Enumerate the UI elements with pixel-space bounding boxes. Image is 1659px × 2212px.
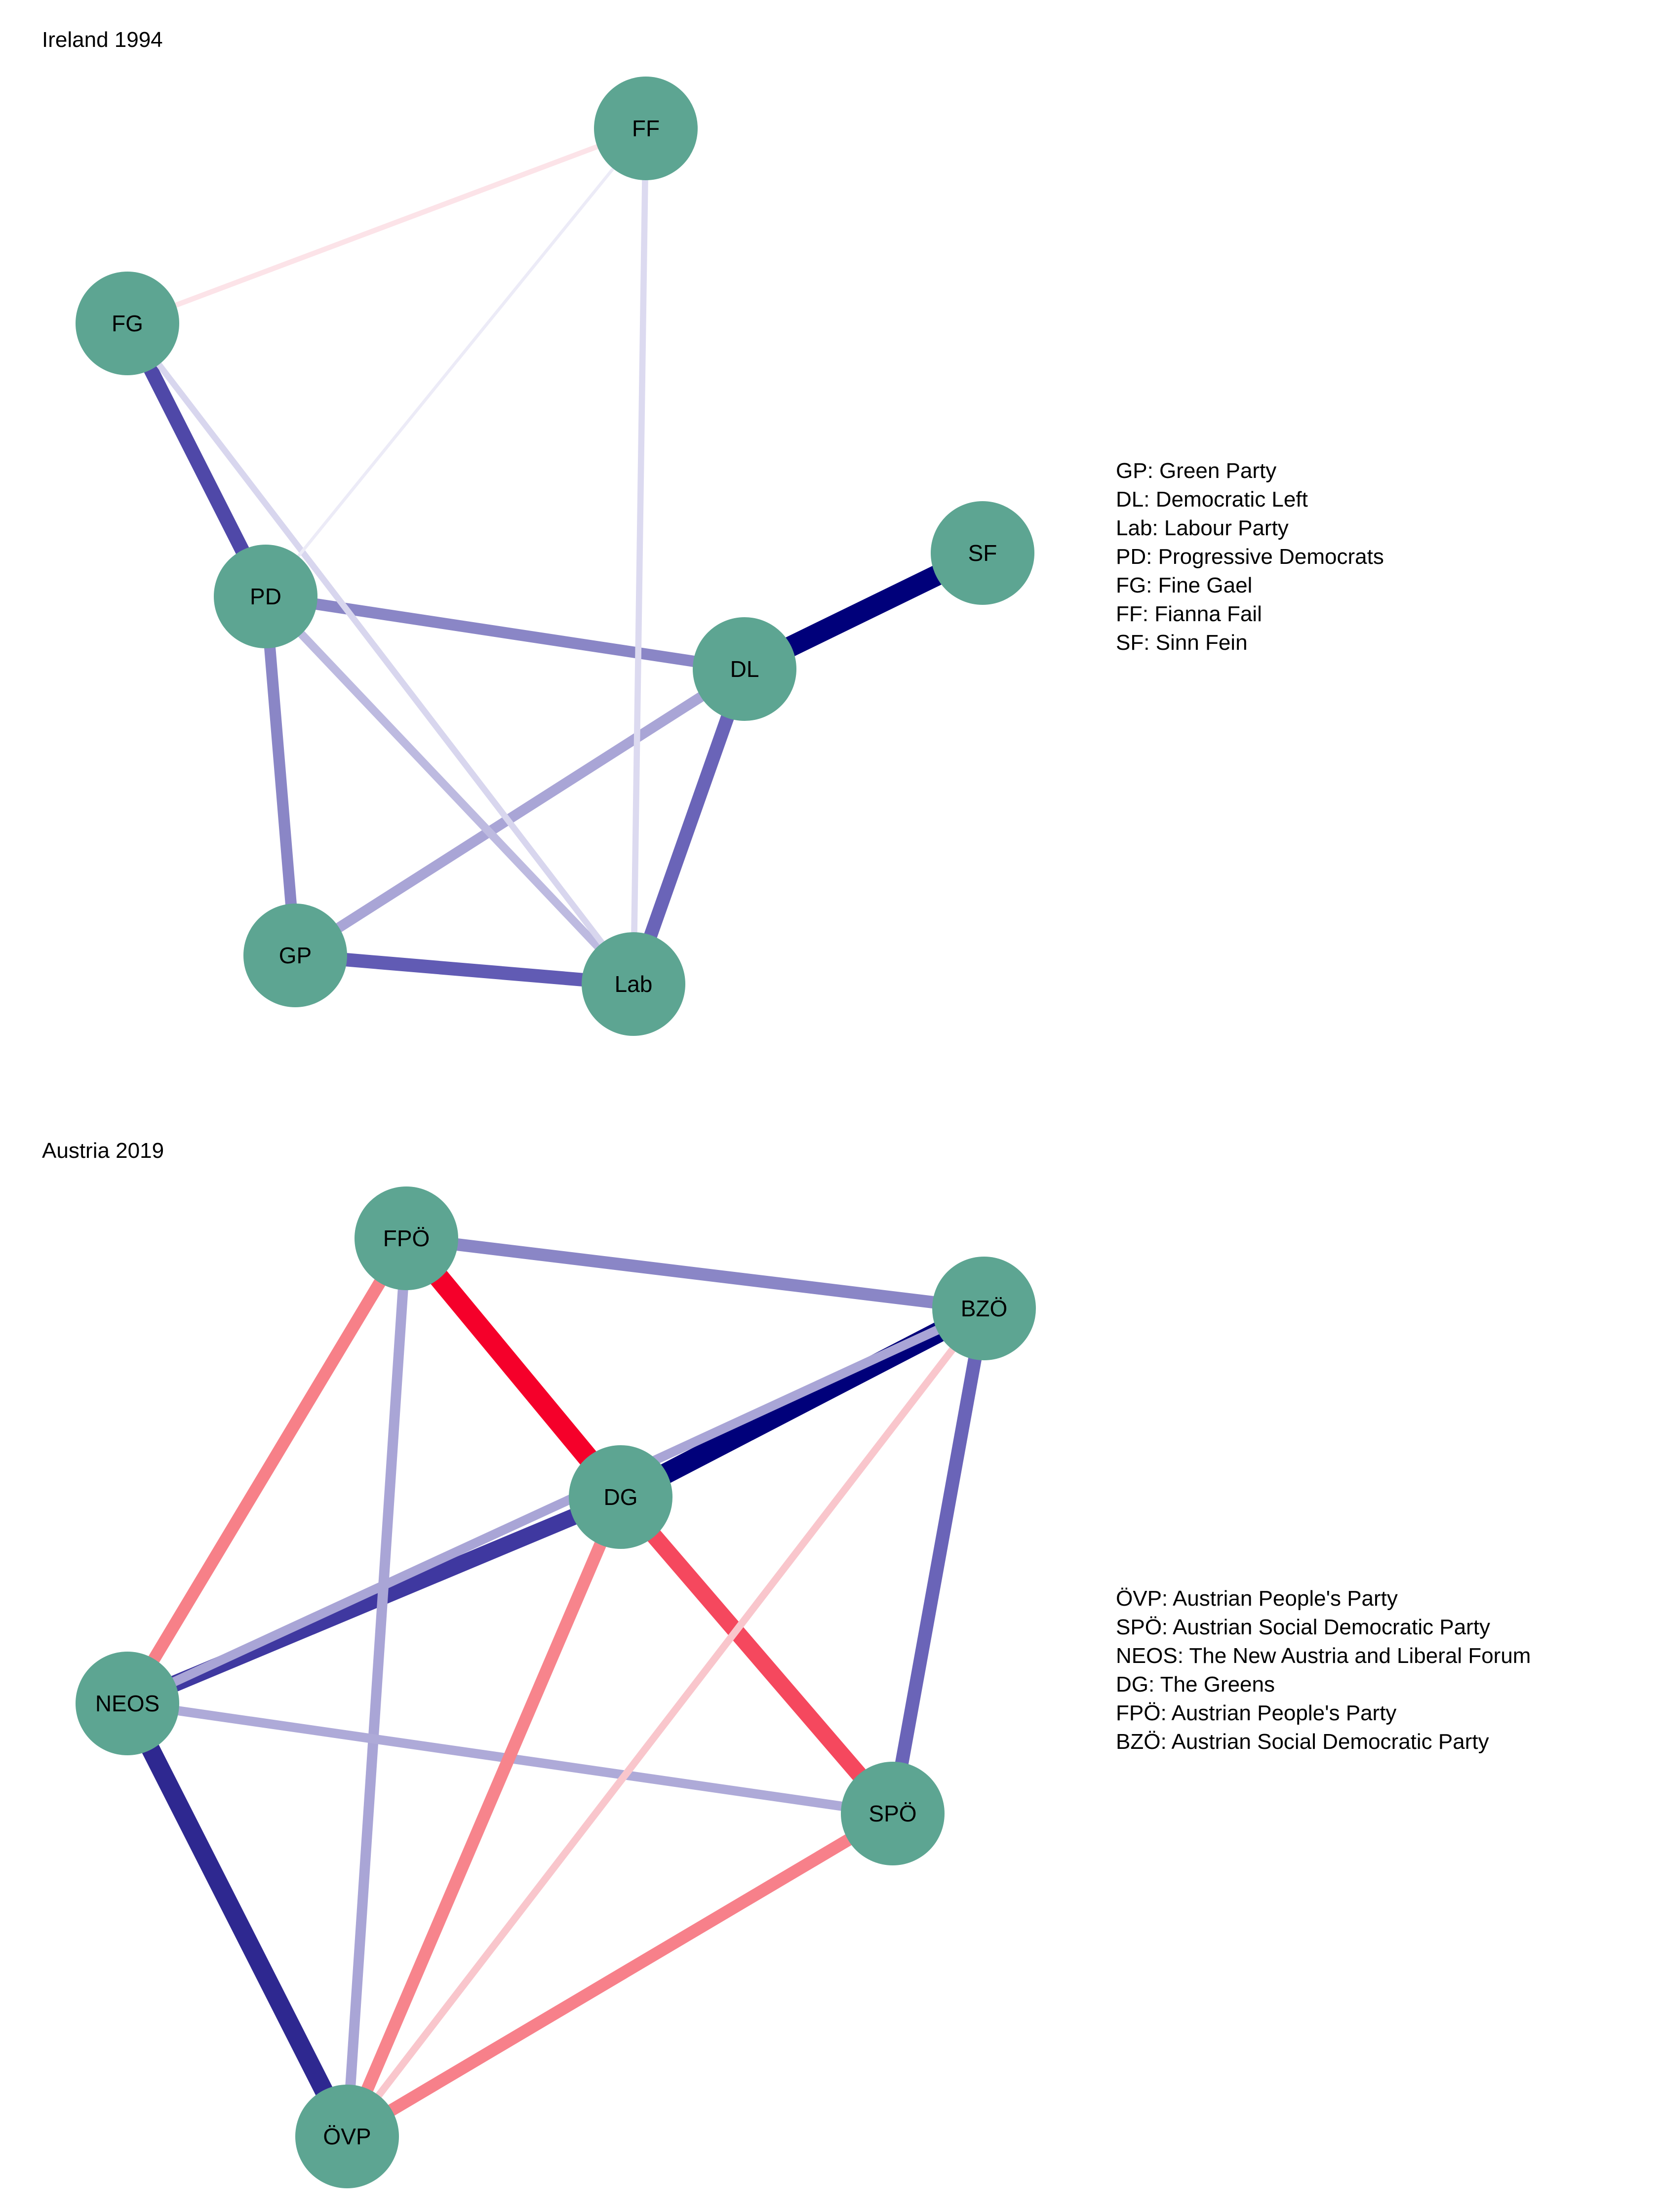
node-gp: GP [243, 904, 347, 1007]
node-label: NEOS [95, 1691, 159, 1716]
edge-gp-lab [294, 948, 634, 991]
node-fpo: FPÖ [355, 1186, 458, 1290]
node-label: SPÖ [869, 1801, 916, 1826]
legend: GP: Green Party DL: Democratic Left Lab:… [1116, 459, 1384, 655]
node-circle [931, 501, 1034, 605]
edge-dl-lab [627, 667, 751, 987]
node-circle [355, 1186, 458, 1290]
node-circle [76, 1652, 179, 1755]
node-circle [932, 1257, 1036, 1360]
node-bzo: BZÖ [932, 1257, 1036, 1360]
node-dl: DL [693, 617, 796, 721]
node-neos: NEOS [76, 1652, 179, 1755]
legend-entry: SPÖ: Austrian Social Democratic Party [1116, 1615, 1490, 1639]
edge-dg-spo [614, 1492, 899, 1819]
node-circle [582, 932, 685, 1036]
node-label: PD [250, 584, 281, 609]
node-circle [243, 904, 347, 1007]
edge-layer [119, 1231, 991, 2142]
legend-entry: Lab: Labour Party [1116, 516, 1289, 540]
legend-entry: FPÖ: Austrian People's Party [1116, 1701, 1396, 1725]
edge-fpo-dg [398, 1231, 629, 1504]
edge-fg-lab [124, 321, 636, 986]
node-label: FG [112, 311, 143, 336]
edge-ff-pd [264, 127, 647, 597]
legend-entry: FF: Fianna Fail [1116, 602, 1262, 626]
panel-title: Ireland 1994 [42, 28, 163, 52]
node-circle [295, 2085, 399, 2188]
node-label: GP [279, 943, 312, 968]
panel-austria-2019: Austria 2019 FPÖ BZÖ DG NEOS SPÖ ÖVP ÖVP: Aus… [42, 1139, 1531, 2188]
legend-entry: NEOS: The New Austria and Liberal Forum [1116, 1644, 1531, 1668]
panel-title: Austria 2019 [42, 1139, 164, 1163]
edge-bzo-spo [886, 1307, 991, 1815]
edge-dg-ovp [341, 1495, 627, 2139]
node-label: FF [632, 116, 660, 141]
node-label: Lab [615, 971, 653, 997]
node-label: BZÖ [961, 1296, 1008, 1321]
edge-gp-dl [292, 665, 748, 960]
node-layer: FPÖ BZÖ DG NEOS SPÖ ÖVP [76, 1186, 1036, 2188]
node-spo: SPÖ [841, 1762, 945, 1865]
node-circle [76, 272, 179, 375]
node-circle [693, 617, 796, 721]
edge-pd-lab [262, 593, 637, 987]
edge-ff-lab [630, 128, 649, 985]
node-ovp: ÖVP [295, 2085, 399, 2188]
legend-entry: PD: Progressive Democrats [1116, 545, 1384, 569]
node-label: DL [730, 656, 759, 682]
legend-entry: SF: Sinn Fein [1116, 631, 1248, 655]
node-pd: PD [214, 545, 317, 648]
node-circle [569, 1445, 672, 1549]
node-ff: FF [594, 77, 698, 180]
edge-spo-ovp [344, 1808, 896, 2142]
node-label: SF [968, 540, 997, 566]
edge-fpo-bzo [405, 1232, 985, 1315]
legend-entry: FG: Fine Gael [1116, 573, 1252, 597]
legend-entry: BZÖ: Austrian Social Democratic Party [1116, 1730, 1489, 1754]
edge-neos-bzo [125, 1304, 986, 1708]
node-circle [594, 77, 698, 180]
edge-fpo-ovp [342, 1238, 412, 2137]
node-layer: FF FG PD SF DL GP Lab [76, 77, 1034, 1036]
edge-neos-ovp [119, 1699, 356, 2141]
node-label: FPÖ [383, 1225, 430, 1251]
node-fg: FG [76, 272, 179, 375]
edge-fpo-neos [122, 1235, 412, 1707]
node-sf: SF [931, 501, 1034, 605]
node-circle [214, 545, 317, 648]
panel-ireland-1994: Ireland 1994 FF FG PD SF DL GP Lab GP: Green P… [42, 28, 1384, 1036]
node-label: ÖVP [323, 2124, 371, 2149]
node-dg: DG [569, 1445, 672, 1549]
node-lab: Lab [582, 932, 685, 1036]
edge-bzo-ovp [344, 1306, 987, 2139]
legend: ÖVP: Austrian People's Party SPÖ: Austri… [1116, 1586, 1531, 1754]
node-label: DG [604, 1484, 638, 1510]
legend-entry: DL: Democratic Left [1116, 487, 1308, 512]
node-circle [841, 1762, 945, 1865]
legend-entry: ÖVP: Austrian People's Party [1116, 1586, 1398, 1611]
edge-layer [120, 126, 988, 991]
edge-ff-fg [126, 126, 647, 326]
legend-entry: GP: Green Party [1116, 459, 1276, 483]
legend-entry: DG: The Greens [1116, 1672, 1275, 1697]
edge-pd-gp [260, 596, 301, 956]
